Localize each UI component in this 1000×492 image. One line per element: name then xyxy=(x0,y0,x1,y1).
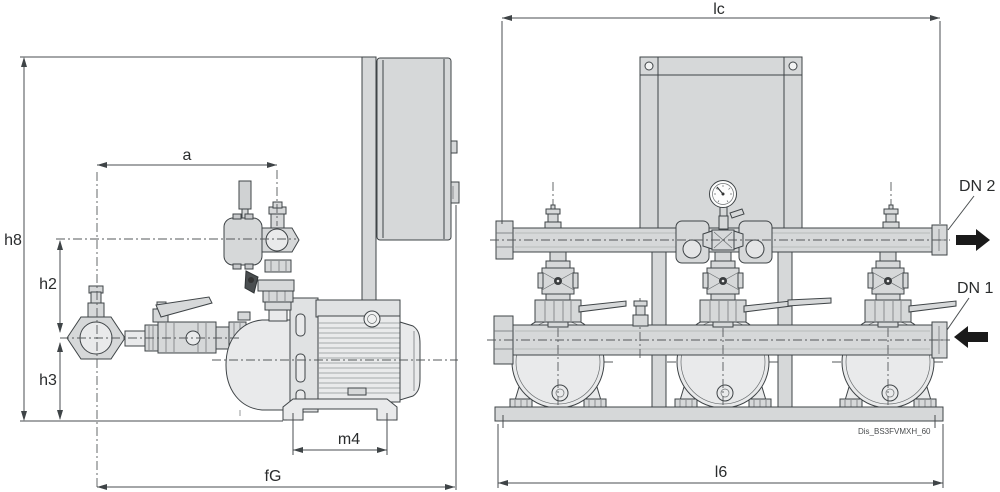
pump-centerlines xyxy=(557,328,889,420)
flow-out-arrow-icon xyxy=(956,229,990,251)
dim-label-a: a xyxy=(183,147,192,164)
center-valve-lever-extension xyxy=(787,297,832,307)
air-vent-2 xyxy=(882,181,900,229)
dim-h3: h3 xyxy=(39,342,63,420)
dim-m4: m4 xyxy=(292,426,388,455)
discharge-assembly xyxy=(223,180,300,322)
control-cabinet-side xyxy=(376,57,460,241)
drawing-code-label: Dis_BS3FVMXH_60 xyxy=(858,427,931,436)
flow-in-arrow-icon xyxy=(954,326,988,348)
inlet-dn1: DN 1 xyxy=(946,280,994,348)
motor-fan-cover xyxy=(399,321,421,401)
dn2-leader-line xyxy=(947,195,975,231)
cabinet-screw-left xyxy=(644,61,654,71)
dn1-leader-line xyxy=(946,297,970,331)
cabinet-screw-right xyxy=(788,61,798,71)
dim-label-fG: fG xyxy=(265,468,282,485)
dim-a: a xyxy=(97,147,277,168)
dim-h2: h2 xyxy=(39,240,63,333)
pressure-gauge xyxy=(709,180,745,230)
label-dn1: DN 1 xyxy=(957,280,994,297)
air-vent-1 xyxy=(544,181,562,229)
dim-h8: h8 xyxy=(4,57,27,421)
pressure-switch xyxy=(223,180,263,270)
pressure-switch-antenna xyxy=(238,180,252,210)
dim-l6: l6 xyxy=(497,424,944,488)
central-valve-group xyxy=(675,180,773,264)
manifold-sensor-fitting xyxy=(632,298,649,358)
dim-label-h3: h3 xyxy=(39,372,57,389)
gauge-bleed-valve xyxy=(729,208,745,219)
dim-label-h2: h2 xyxy=(39,276,57,293)
dim-lc: lc xyxy=(501,1,941,224)
pump-casing xyxy=(225,297,319,416)
motor-eyebolt xyxy=(363,310,381,328)
cabinet-support-column-side xyxy=(361,56,377,304)
dim-label-m4: m4 xyxy=(338,431,360,448)
valve-stack-1 xyxy=(534,251,627,328)
label-dn2: DN 2 xyxy=(959,178,996,195)
motor xyxy=(315,299,421,403)
valve-stack-3 xyxy=(864,251,957,328)
side-view: h8 a h2 h3 m4 f xyxy=(4,56,460,490)
discharge-ball-valve xyxy=(257,279,295,292)
casing-vent-plug xyxy=(237,311,251,321)
dim-label-h8: h8 xyxy=(4,232,22,249)
motor-feet-bracket xyxy=(282,398,398,426)
front-view: lc l6 DN 2 DN 1 Dis_BS3FVMXH_60 xyxy=(487,1,996,488)
suction-pipe xyxy=(124,330,146,347)
dim-label-lc: lc xyxy=(713,1,725,18)
motor-nameplate xyxy=(347,387,367,396)
base-frame xyxy=(494,406,944,428)
outlet-dn2: DN 2 xyxy=(947,178,996,251)
dim-label-l6: l6 xyxy=(715,464,728,481)
ball-valve-lever xyxy=(155,296,213,318)
dim-fG: fG xyxy=(97,205,457,490)
discharge-pipe xyxy=(268,309,288,322)
